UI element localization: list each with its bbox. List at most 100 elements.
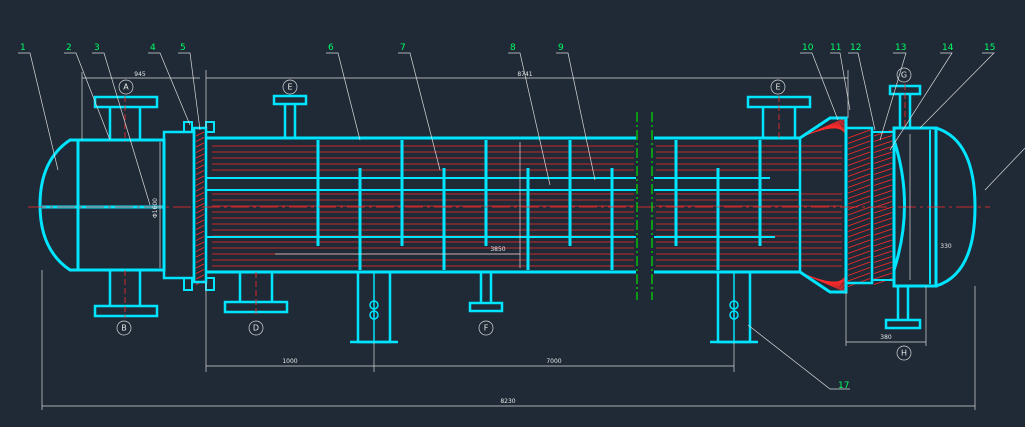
hatch-line: [873, 168, 893, 175]
hatch-line: [847, 179, 871, 188]
hatch-line: [847, 184, 871, 194]
hatch-line: [847, 245, 871, 254]
part-label-4: 4: [150, 43, 156, 53]
part-label-3: 3: [94, 43, 100, 53]
dim-8230: 8230: [500, 398, 515, 405]
hatch-line: [827, 279, 847, 284]
dimensions: [41, 70, 976, 410]
nozzle-label-h: H: [901, 349, 907, 358]
hatch-line: [847, 162, 871, 172]
nozzle-f-flange: [468, 301, 504, 313]
hatch-line: [873, 217, 893, 225]
hatch-line: [873, 135, 893, 142]
hatch-line: [195, 208, 205, 214]
break-lines: [636, 112, 653, 300]
floating-tubesheet: [871, 131, 895, 281]
nozzle-e1-flange: [272, 94, 308, 106]
hatch-line: [195, 236, 205, 241]
hatch-line: [195, 159, 205, 164]
dim-380: 380: [880, 334, 892, 341]
hatch-line: [873, 190, 893, 197]
hatch-line: [873, 250, 893, 258]
hatch-line: [195, 269, 205, 274]
dim-945: 945: [134, 71, 146, 78]
nozzle-h-flange: [884, 318, 922, 330]
nozzle-callouts: A B D E E F G H: [116, 67, 912, 361]
hatch-line: [195, 170, 205, 175]
hatch-line: [873, 173, 893, 181]
dim-3850: 3850: [490, 246, 505, 253]
part-label-14: 14: [942, 43, 954, 53]
hatch-line: [847, 129, 871, 139]
part-label-5: 5: [180, 43, 186, 53]
hatch-line: [847, 217, 871, 227]
hatch-line: [830, 124, 847, 132]
left-flange: [162, 130, 196, 280]
hatch-line: [847, 223, 871, 232]
hatch-line: [873, 157, 893, 164]
hatch-line: [847, 135, 871, 144]
part-label-12: 12: [850, 43, 861, 53]
hatch-line: [195, 197, 205, 203]
hatch-line: [873, 201, 893, 208]
nozzle-label-a: A: [123, 83, 129, 92]
center-lines: [28, 84, 990, 318]
nozzle-label-b: B: [121, 324, 127, 333]
vessel-outline: [38, 116, 977, 344]
bolt-top: [183, 121, 193, 133]
hatch-line: [847, 261, 871, 271]
nozzle-label-d: D: [253, 324, 259, 333]
bolt-bottom: [183, 277, 193, 291]
hatch-line: [847, 201, 871, 210]
part-label-7: 7: [400, 43, 406, 53]
hatch-line: [873, 245, 893, 252]
hatch-line: [873, 267, 893, 274]
hatch-line: [195, 153, 205, 159]
hatch-line: [195, 225, 205, 230]
hatch-line: [195, 137, 205, 142]
hatch-line: [847, 173, 871, 183]
nozzle-label-g: G: [901, 71, 907, 80]
hatch-line: [873, 239, 893, 247]
hatch-line: [195, 142, 205, 148]
part-label-1: 1: [20, 43, 26, 53]
hatch-line: [195, 181, 205, 186]
hatch-line: [873, 272, 893, 280]
hatch-line: [195, 241, 205, 247]
hatch-line: [847, 190, 871, 199]
dim-diameter: Φ1600: [152, 198, 159, 218]
hatch-line: [195, 148, 205, 153]
hatch-line: [847, 151, 871, 161]
nozzle-a-flange: [93, 95, 159, 109]
hatch-line: [847, 146, 871, 155]
nozzle-label-e2: E: [775, 83, 780, 92]
hatch-line: [847, 157, 871, 166]
part-label-17: 17: [838, 381, 849, 391]
hatch-line: [847, 250, 871, 260]
hatch-line: [847, 272, 871, 282]
nozzle-label-e1: E: [287, 83, 292, 92]
hatch-line: [847, 234, 871, 243]
hatch-line: [873, 228, 893, 236]
hatch-line: [195, 186, 205, 192]
hatch-line: [827, 126, 847, 131]
hatch-line: [873, 261, 893, 269]
hatch-line: [847, 256, 871, 265]
part-label-8: 8: [510, 43, 516, 53]
part-labels: 1 2 3 4 5 6 7 8 9 10 11 12 13 14 15 17: [20, 43, 995, 391]
part-label-15: 15: [984, 43, 995, 53]
hatch-line: [195, 274, 205, 280]
hatch-line: [873, 256, 893, 263]
hatch-line: [873, 195, 893, 203]
hatch-line: [873, 206, 893, 214]
left-head: [38, 138, 80, 272]
hatch-line: [830, 278, 847, 286]
hatch-line: [847, 206, 871, 216]
nozzle-label-f: F: [484, 324, 489, 333]
part-leaders: [18, 52, 1025, 390]
hatch-line: [873, 234, 893, 241]
hatch-line: [195, 175, 205, 181]
part-label-10: 10: [802, 43, 814, 53]
part-label-6: 6: [328, 43, 334, 53]
